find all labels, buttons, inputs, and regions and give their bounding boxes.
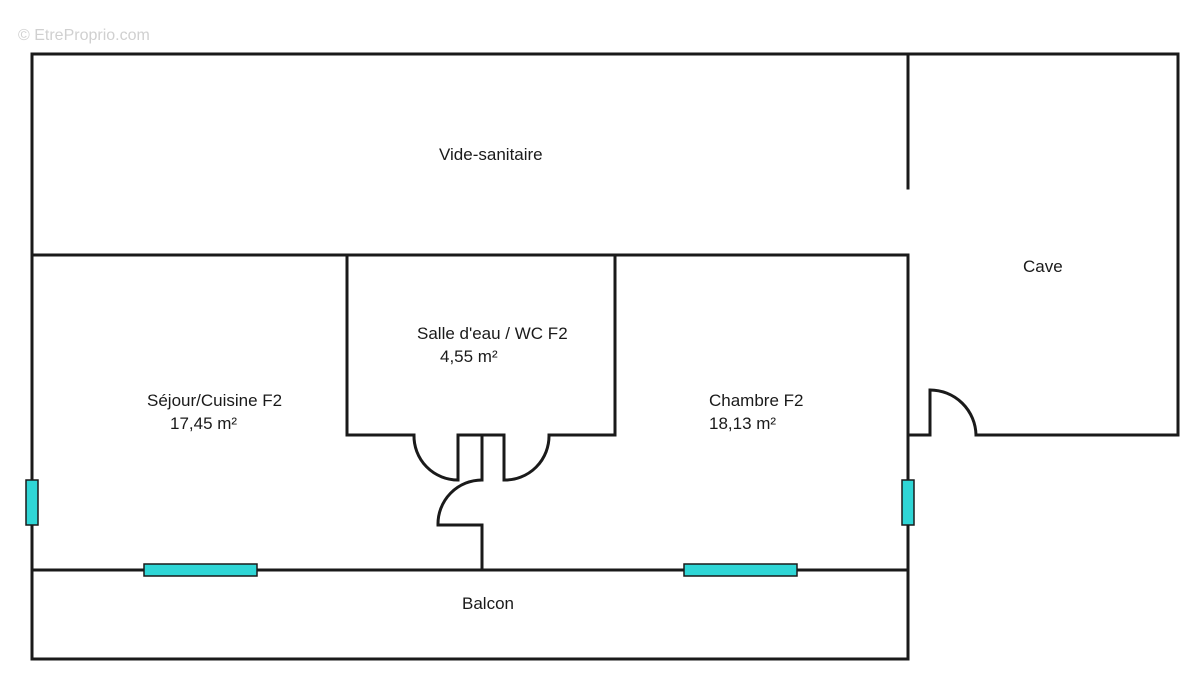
doors [412, 388, 978, 527]
sejour-side-window [25, 479, 39, 526]
cave-label: Cave [1023, 257, 1063, 276]
sejour-balcony-window [143, 563, 258, 577]
chambre-door [503, 434, 551, 482]
salle-eau-area: 4,55 m² [440, 347, 498, 366]
chambre-side-window [901, 479, 915, 526]
bathroom-door [436, 478, 483, 527]
balcon-label: Balcon [462, 594, 514, 613]
vide-sanitaire-label: Vide-sanitaire [439, 145, 543, 164]
chambre-area: 18,13 m² [709, 414, 776, 433]
salle-eau-label: Salle d'eau / WC F2 [417, 324, 568, 343]
chambre-label: Chambre F2 [709, 391, 803, 410]
chambre-balcony-window [683, 563, 798, 577]
sejour-area: 17,45 m² [170, 414, 237, 433]
walls [30, 52, 1180, 661]
watermark-text: © EtreProprio.com [18, 27, 150, 44]
sejour-door [412, 434, 459, 482]
sejour-label: Séjour/Cuisine F2 [147, 391, 282, 410]
room-labels: Vide-sanitaire Cave Salle d'eau / WC F2 … [147, 145, 1063, 613]
cave-door [928, 388, 978, 436]
windows [25, 479, 915, 577]
